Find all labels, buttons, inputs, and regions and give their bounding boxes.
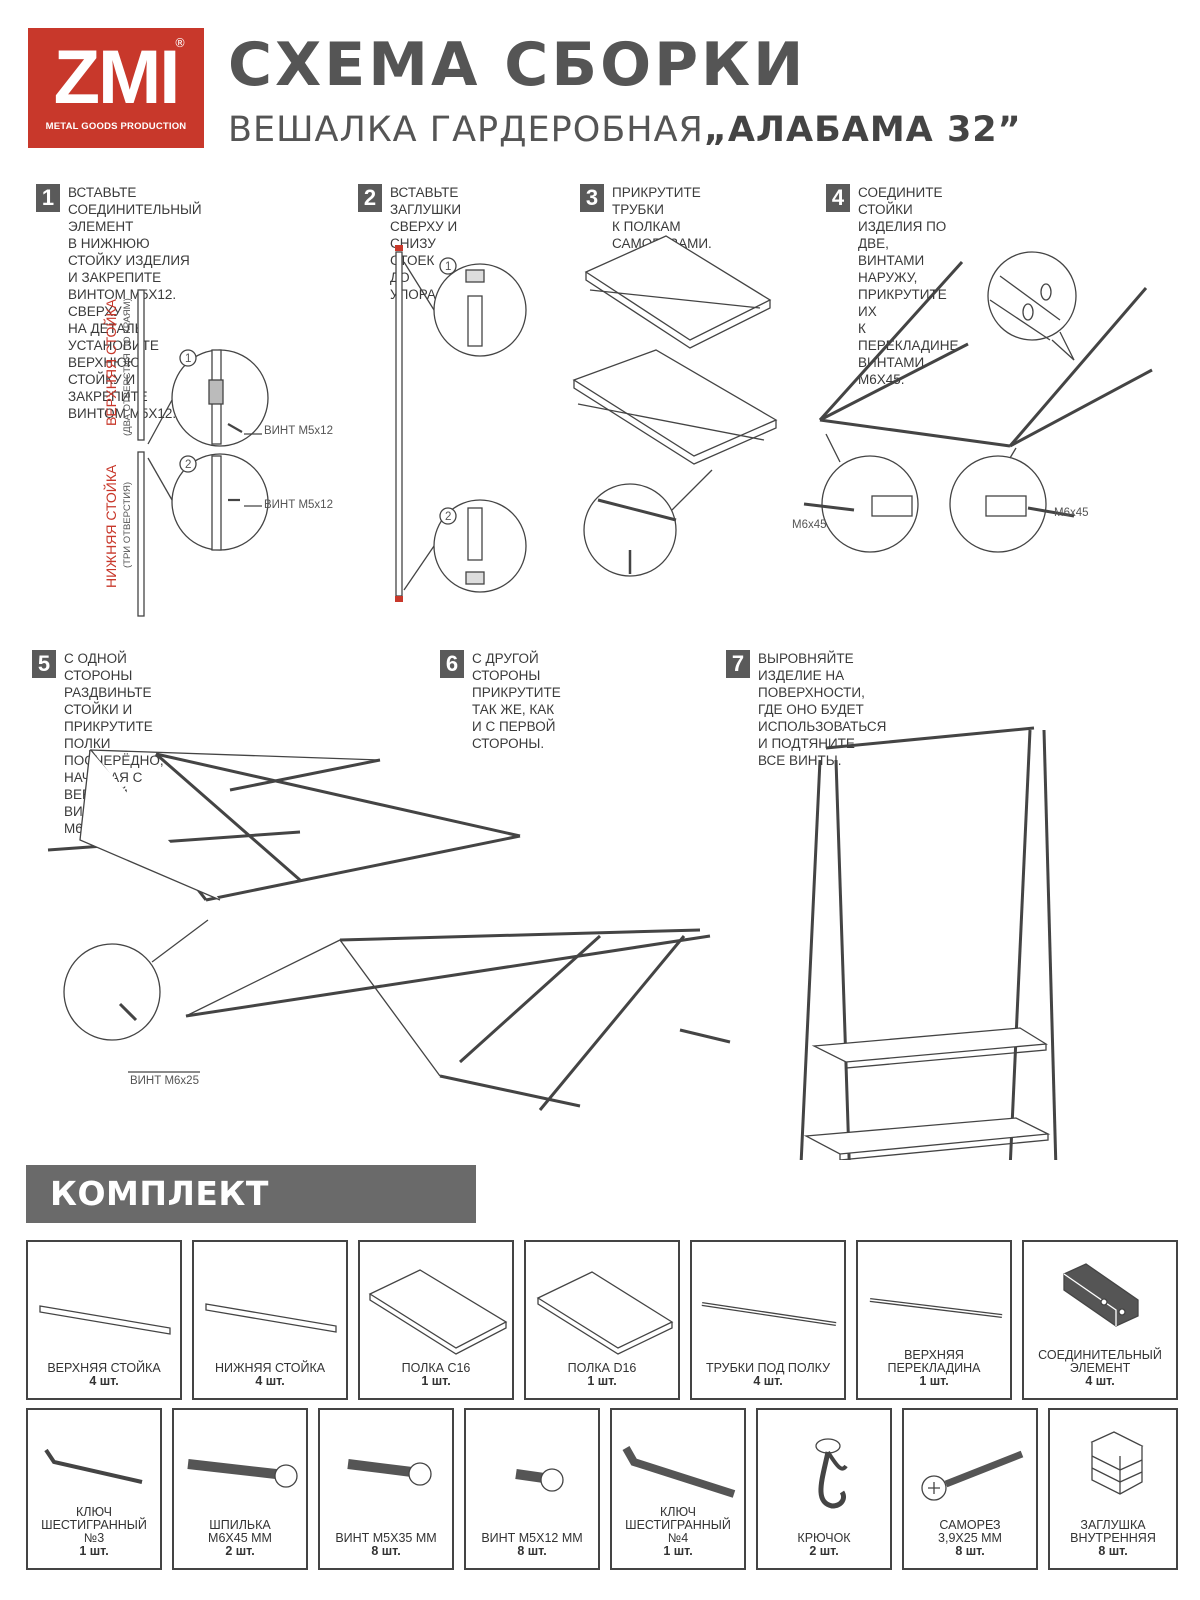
kit-item-qty: 2 шт. [809,1544,839,1558]
screw-label-m6x25: ВИНТ М6х25 [130,1075,199,1087]
kit-item-label: ВИНТ М5х12 ММ8 шт. [468,1532,596,1558]
kit-item-qty: 1 шт. [79,1544,109,1558]
page-subtitle: ВЕШАЛКА ГАРДЕРОБНАЯ„АЛАБАМА 32” [228,108,1022,152]
step-number: 6 [440,650,464,678]
step-number: 2 [358,184,382,212]
kit-item-qty: 2 шт. [225,1544,255,1558]
svg-text:2: 2 [185,459,191,471]
step2-illustration: 1 2 [395,245,527,602]
step-number: 4 [826,184,850,212]
lower-post-note: (ТРИ ОТВЕРСТИЯ) [122,482,133,568]
upper-post-drawing [137,289,145,441]
step7-illustration [799,726,1058,1160]
kit-item-qty: 4 шт. [753,1374,783,1388]
kit-item-label: ВИНТ М5х35 ММ8 шт. [322,1532,450,1558]
kit-item-qty: 8 шт. [371,1544,401,1558]
upper-post-label: ВЕРХНЯЯ СТОЙКА [102,298,119,426]
kit-item-qty: 1 шт. [663,1544,693,1558]
kit-title-banner: КОМПЛЕКТ ПОСТАВКИ [26,1165,476,1271]
svg-text:1: 1 [445,261,451,273]
kit-item-self-tapping-screw: САМОРЕЗ 3,9х25 ММ8 шт. [902,1408,1038,1570]
step5-6-illustration: ВИНТ М6х25 [47,749,731,1111]
step-instruction: ВЫРОВНЯЙТЕ ИЗДЕЛИЕ НА ПОВЕРХНОСТИ, ГДЕ О… [758,651,887,768]
assembly-illustrations: ВЕРХНЯЯ СТОЙКА (ДВА ОТВЕРСТИЯ ПО КРАЯМ) … [47,235,1153,1160]
page-title: СХЕМА СБОРКИ [228,30,807,100]
lower-post-label: НИЖНЯЯ СТОЙКА [102,464,119,588]
step-number: 1 [36,184,60,212]
step1-illustration: ВЕРХНЯЯ СТОЙКА (ДВА ОТВЕРСТИЯ ПО КРАЯМ) … [102,289,333,617]
screw-label-right: М6х45 [1054,507,1089,519]
step4-illustration: М6х45 М6х45 [792,251,1153,553]
kit-item-stud-m6x45: ШПИЛЬКА М6х45 ММ2 шт. [172,1408,308,1570]
kit-item-qty: 4 шт. [1085,1374,1115,1388]
lower-post-drawing [137,451,145,617]
kit-item-label: ШПИЛЬКА М6х45 ММ2 шт. [176,1519,304,1558]
step-number: 7 [726,650,750,678]
kit-item-qty: 8 шт. [517,1544,547,1558]
kit-item-screw-m5x35: ВИНТ М5х35 ММ8 шт. [318,1408,454,1570]
kit-item-screw-m5x12: ВИНТ М5х12 ММ8 шт. [464,1408,600,1570]
subtitle-product: ВЕШАЛКА ГАРДЕРОБНАЯ [228,110,704,150]
screw-label-2: ВИНТ М5х12 [264,499,333,511]
callout-1 [179,349,197,367]
step3-illustration [572,235,778,577]
subtitle-model: „АЛАБАМА 32” [703,110,1022,150]
svg-text:1: 1 [185,353,191,365]
kit-item-qty: 8 шт. [1098,1544,1128,1558]
kit-item-qty: 1 шт. [587,1374,617,1388]
kit-item-qty: 1 шт. [919,1374,949,1388]
logo-registered-mark: ® [174,36,186,50]
kit-item-qty: 8 шт. [955,1544,985,1558]
brand-logo: ZMI ® METAL GOODS PRODUCTION [28,28,204,148]
logo-text: ZMI [53,35,181,120]
screw-label-left: М6х45 [792,519,827,531]
upper-post-note: (ДВА ОТВЕРСТИЯ ПО КРАЯМ) [122,298,133,436]
kit-item-label: САМОРЕЗ 3,9х25 ММ8 шт. [906,1519,1034,1558]
svg-text:2: 2 [445,511,451,523]
kit-item-qty: 4 шт. [255,1374,285,1388]
step-instruction: С ДРУГОЙ СТОРОНЫ ПРИКРУТИТЕ ТАК ЖЕ, КАК … [472,651,561,751]
callout-2 [179,455,197,473]
kit-item-qty: 4 шт. [89,1374,119,1388]
step-instruction: ВСТАВЬТЕ СОЕДИНИТЕЛЬНЫЙ ЭЛЕМЕНТ В НИЖНЮЮ… [68,185,202,421]
step-number: 5 [32,650,56,678]
logo-subtitle: METAL GOODS PRODUCTION [45,121,187,132]
step-number: 3 [580,184,604,212]
screw-label-1: ВИНТ М5х12 [264,425,333,437]
kit-item-qty: 1 шт. [421,1374,451,1388]
